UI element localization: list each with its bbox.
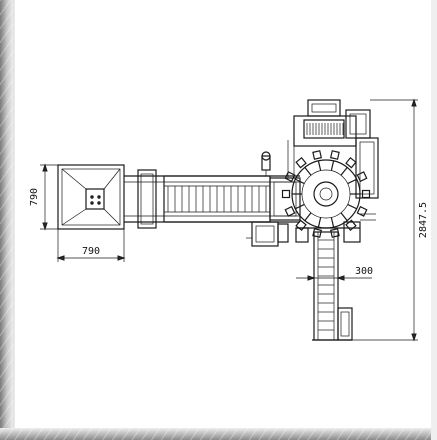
right-frame-edge	[431, 0, 437, 440]
weigher-spoke	[317, 160, 322, 171]
weigher-spoke	[295, 203, 305, 210]
weigher-spoke	[317, 217, 322, 228]
weigher-bucket	[284, 205, 296, 217]
vent-grille	[306, 123, 344, 135]
weigher-spoke	[340, 167, 348, 176]
dim-incline-width	[296, 270, 372, 286]
horizontal-conveyor	[124, 169, 301, 229]
weigher-spoke	[330, 217, 335, 228]
weigher-bucket	[295, 156, 307, 169]
weigher-support	[295, 213, 376, 243]
weigher-frame	[287, 99, 379, 199]
weigher-bucket	[281, 189, 291, 199]
weigher-spoke	[347, 203, 357, 210]
weigher-spoke	[330, 160, 335, 171]
weigher-bucket	[356, 205, 368, 217]
dim-label-hopper-width: 790	[82, 246, 100, 257]
weigher-bucket	[356, 171, 368, 183]
weigher-bucket	[284, 171, 296, 183]
conveyor-motor-bottom	[246, 221, 289, 247]
weigher-bucket	[312, 150, 323, 160]
weigher-bucket	[329, 150, 340, 160]
conveyor-slats	[167, 186, 267, 212]
dim-total-height	[352, 98, 418, 342]
weigher-bucket	[361, 189, 371, 199]
dim-label-total-height: 2847.5	[418, 202, 429, 238]
weigher-spoke	[304, 167, 312, 176]
conveyor-motor-top	[261, 151, 271, 176]
dim-hopper-width	[56, 229, 126, 262]
dim-label-incline-width: 300	[355, 266, 373, 277]
weigher-bucket	[345, 156, 357, 169]
weigher-spoke	[340, 212, 348, 221]
weigher-spoke	[295, 178, 305, 185]
weigher-spoke	[347, 178, 357, 185]
dim-hopper-height	[40, 163, 58, 231]
incline-slats	[318, 239, 334, 331]
dim-label-hopper-height: 790	[29, 188, 40, 206]
feed-hopper	[57, 164, 125, 230]
incline-conveyor	[312, 231, 353, 341]
weigher-spoke	[304, 212, 312, 221]
